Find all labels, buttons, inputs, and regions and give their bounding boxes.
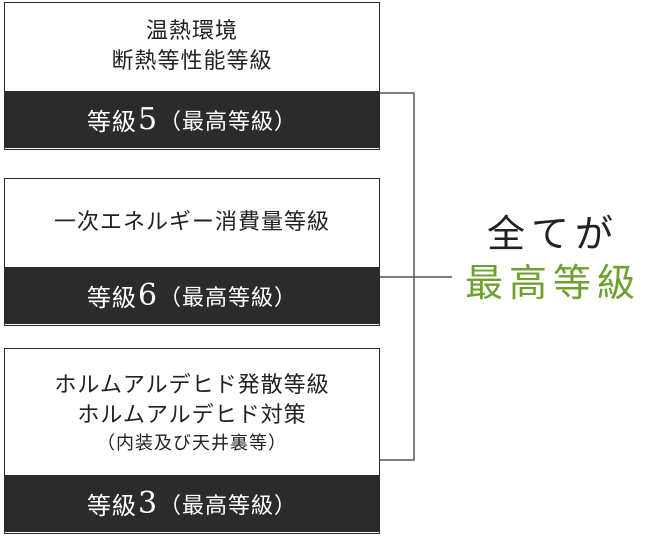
card-subtitle-line: （内装及び天井裏等） xyxy=(97,433,287,454)
grade-prefix: 等級 xyxy=(86,284,137,312)
grade-note: （最高等級） xyxy=(159,109,298,135)
card-title-line: 温熱環境 xyxy=(145,19,238,44)
card-header: 一次エネルギー消費量等級 xyxy=(5,179,379,267)
summary-heading: 全てが xyxy=(486,212,619,256)
grade-note: （最高等級） xyxy=(159,493,298,519)
bracket-line xyxy=(380,92,415,461)
summary-highlight: 最高等級 xyxy=(464,261,641,305)
grade-prefix: 等級 xyxy=(86,492,137,520)
grade-prefix: 等級 xyxy=(86,108,137,136)
grade-number: 6 xyxy=(137,278,159,313)
card-header: ホルムアルデヒド発散等級 ホルムアルデヒド対策 （内装及び天井裏等） xyxy=(5,349,379,475)
card-title-line: ホルムアルデヒド発散等級 xyxy=(54,373,330,398)
card-title-line: 断熱等性能等級 xyxy=(111,49,273,74)
grade-note: （最高等級） xyxy=(159,285,298,311)
card-title-line: ホルムアルデヒド対策 xyxy=(77,403,307,428)
card-header: 温熱環境 断熱等性能等級 xyxy=(5,3,379,91)
grade-number: 3 xyxy=(137,486,159,521)
card-title-line: 一次エネルギー消費量等級 xyxy=(53,210,330,235)
summary: 全てが 最高等級 xyxy=(448,210,658,308)
grade-number: 5 xyxy=(137,102,159,137)
